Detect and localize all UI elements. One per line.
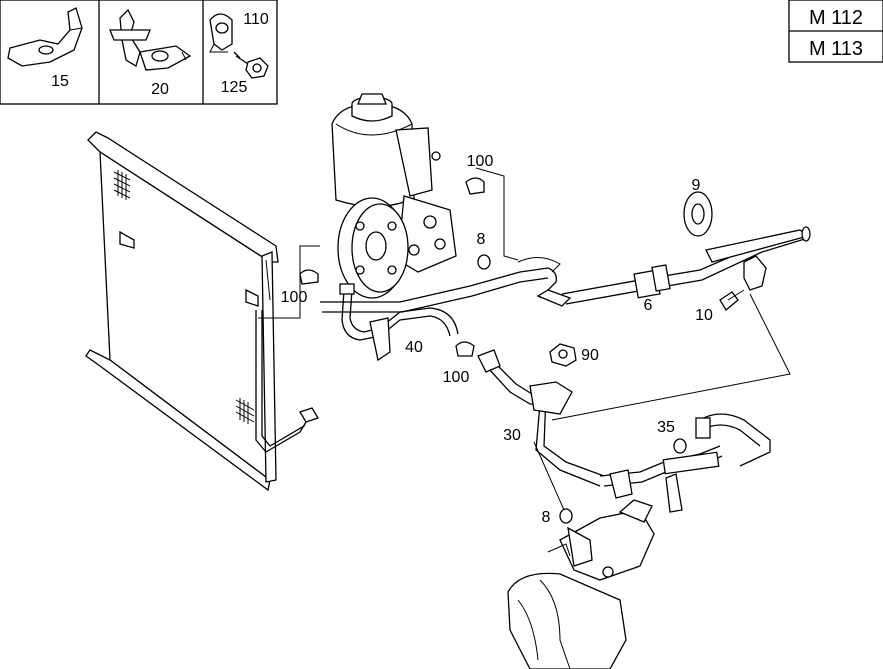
model-code-box: M 112 M 113	[788, 0, 883, 63]
steering-gearbox-drawing	[507, 499, 655, 669]
hose-clamp-icon-2	[299, 269, 319, 285]
callout-labels: 100 8 9 100 6 10 40 100 90 30 35 8	[281, 153, 713, 526]
callout-100-middle: 100	[443, 369, 470, 386]
callout-10: 10	[695, 307, 713, 324]
callout-100-top: 100	[467, 153, 494, 170]
seal-ring-icon-1	[477, 254, 491, 270]
model-code-1: M 112	[809, 7, 863, 29]
hose-clamp-icon-1	[465, 177, 485, 195]
callout-100-left: 100	[281, 289, 308, 306]
cooler-fins	[113, 170, 255, 424]
callout-30: 30	[503, 427, 521, 444]
seal-ring-icon-3	[673, 438, 687, 454]
inset-panel: 15 20 110 125	[0, 0, 278, 105]
inset-label-15: 15	[51, 73, 69, 90]
callout-8-lower: 8	[542, 509, 551, 526]
callout-9: 9	[692, 177, 701, 194]
callout-35: 35	[657, 419, 675, 436]
bracket-15-drawing	[7, 7, 83, 67]
callout-90: 90	[581, 347, 599, 364]
seal-ring-icon-2	[559, 508, 573, 524]
clamp-20-drawing	[109, 8, 192, 71]
small-parts-drawing	[299, 177, 713, 524]
clip-110-drawing	[209, 13, 233, 53]
inset-label-110: 110	[243, 11, 269, 28]
oil-cooler-drawing	[85, 131, 320, 492]
hose-clamp-icon-3	[455, 341, 475, 357]
inset-label-20: 20	[151, 81, 169, 98]
callout-40: 40	[405, 339, 423, 356]
bolt-125-drawing	[233, 51, 269, 79]
hoses-drawing	[320, 167, 811, 513]
inset-frame	[0, 0, 278, 105]
callout-6: 6	[644, 297, 653, 314]
callout-8-upper: 8	[477, 231, 486, 248]
power-steering-pump-drawing	[331, 93, 457, 299]
model-code-2: M 113	[809, 38, 863, 60]
inset-label-125: 125	[221, 79, 248, 96]
